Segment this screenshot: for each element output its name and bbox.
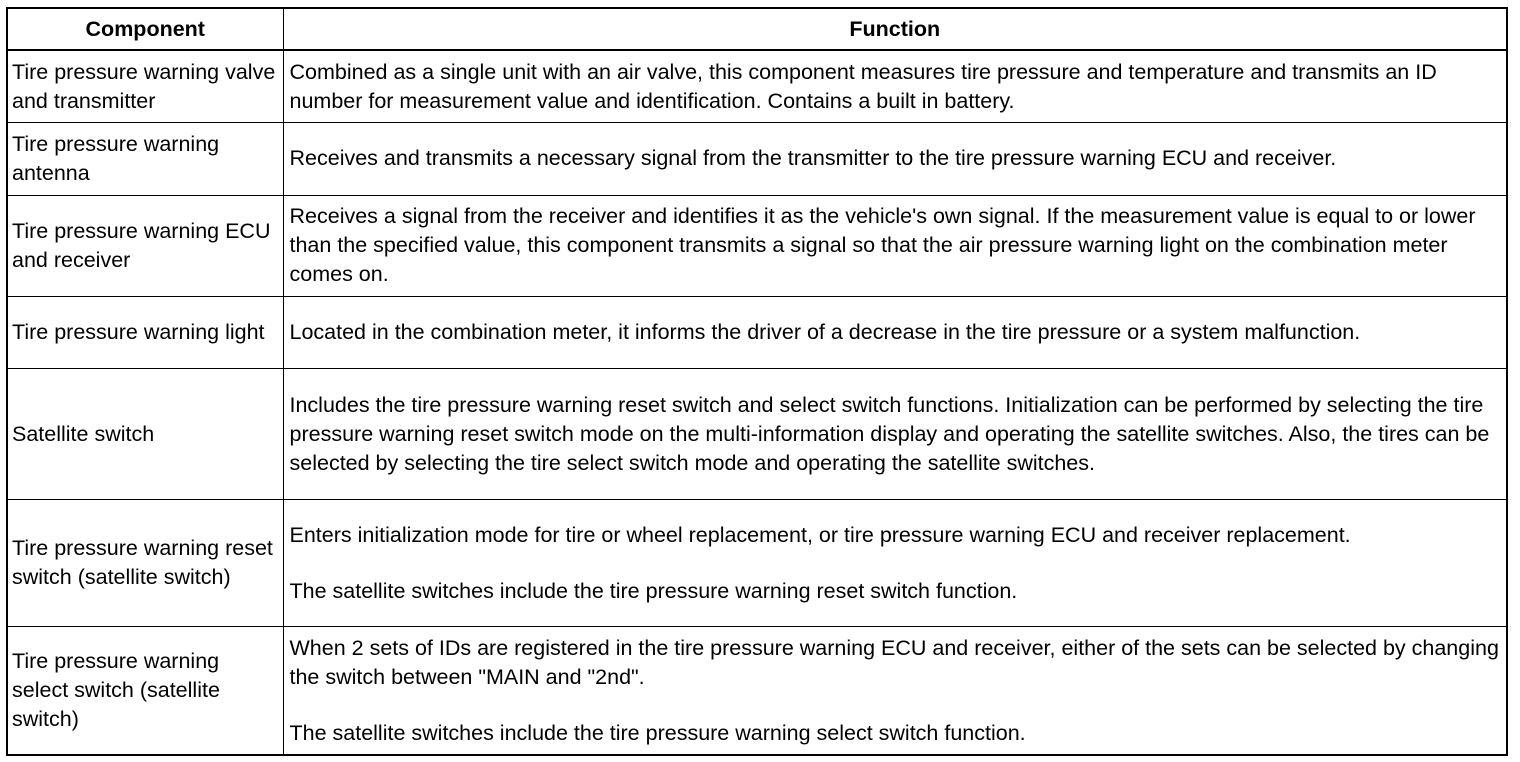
function-cell: Enters initialization mode for tire or w… [282, 498, 1506, 628]
function-cell: When 2 sets of IDs are registered in the… [282, 626, 1506, 754]
component-cell: Satellite switch [8, 368, 284, 500]
function-note: The satellite switches include the tire … [289, 578, 1018, 603]
component-function-table: Component Function Tire pressure warning… [8, 9, 1506, 754]
table-row: Tire pressure warning reset switch (sate… [8, 498, 1506, 628]
function-cell: Located in the combination meter, it inf… [282, 296, 1506, 370]
table-row: Tire pressure warning light Located in t… [8, 296, 1506, 370]
table-row: Tire pressure warning ECU and receiver R… [8, 194, 1506, 298]
function-text: Receives a signal from the receiver and … [289, 204, 1476, 287]
function-text: Enters initialization mode for tire or w… [289, 522, 1351, 547]
component-cell: Tire pressure warning antenna [8, 122, 284, 196]
table-row: Tire pressure warning select switch (sat… [8, 626, 1506, 754]
function-text: Located in the combination meter, it inf… [289, 320, 1361, 345]
component-cell: Tire pressure warning light [8, 296, 284, 370]
function-cell: Includes the tire pressure warning reset… [282, 368, 1506, 500]
function-cell: Combined as a single unit with an air va… [282, 49, 1506, 124]
header-component: Component [8, 9, 284, 51]
function-text: Combined as a single unit with an air va… [289, 59, 1437, 113]
component-cell: Tire pressure warning reset switch (sate… [8, 498, 284, 628]
component-function-table-frame: Component Function Tire pressure warning… [6, 7, 1508, 756]
component-cell: Tire pressure warning select switch (sat… [8, 626, 284, 754]
function-text: When 2 sets of IDs are registered in the… [289, 635, 1499, 689]
function-text: Receives and transmits a necessary signa… [289, 146, 1337, 171]
function-cell: Receives a signal from the receiver and … [282, 194, 1506, 298]
function-note: The satellite switches include the tire … [289, 720, 1026, 745]
function-cell: Receives and transmits a necessary signa… [282, 122, 1506, 196]
function-text: Includes the tire pressure warning reset… [289, 392, 1490, 475]
component-cell: Tire pressure warning valve and transmit… [8, 49, 284, 124]
table-row: Satellite switch Includes the tire press… [8, 368, 1506, 500]
component-cell: Tire pressure warning ECU and receiver [8, 194, 284, 298]
header-row: Component Function [8, 9, 1506, 51]
table-row: Tire pressure warning antenna Receives a… [8, 122, 1506, 196]
table-row: Tire pressure warning valve and transmit… [8, 49, 1506, 124]
header-function: Function [282, 9, 1506, 51]
